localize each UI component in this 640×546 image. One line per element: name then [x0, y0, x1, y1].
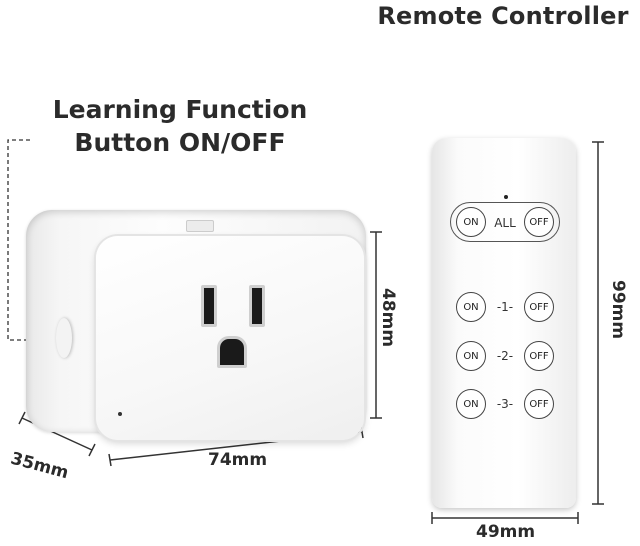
channel-3-on-button[interactable]: ON: [456, 389, 486, 419]
outlet-slot-left: [201, 285, 217, 327]
remote-controller-title: Remote Controller: [377, 2, 629, 30]
channel-2-label: -2-: [496, 349, 514, 363]
remote-width-label: 49mm: [476, 522, 536, 542]
remote-controller: [432, 138, 576, 508]
all-button-group: [450, 202, 560, 242]
channel-1-on-button[interactable]: ON: [456, 292, 486, 322]
channel-1-off-button[interactable]: OFF: [524, 292, 554, 322]
outlet-slot-right: [249, 285, 265, 327]
channel-2-off-button[interactable]: OFF: [524, 341, 554, 371]
all-off-button[interactable]: OFF: [524, 207, 554, 237]
all-label: ALL: [494, 216, 516, 230]
remote-led-indicator: [504, 195, 508, 199]
channel-1-label: -1-: [496, 300, 514, 314]
channel-2-on-button[interactable]: ON: [456, 341, 486, 371]
channel-3-label: -3-: [496, 397, 514, 411]
plug-height-label: 48mm: [378, 288, 398, 348]
all-on-button[interactable]: ON: [456, 207, 486, 237]
plug-top-indicator: [186, 220, 214, 232]
plug-led-indicator: [118, 412, 122, 416]
plug-width-label: 74mm: [208, 450, 268, 470]
remote-height-label: 99mm: [608, 280, 628, 340]
learning-function-label: Learning Function Button ON/OFF: [30, 93, 330, 159]
learning-label-line1: Learning Function: [52, 95, 308, 124]
learning-label-line2: Button ON/OFF: [74, 128, 286, 157]
channel-3-off-button[interactable]: OFF: [524, 389, 554, 419]
outlet-ground-hole: [217, 336, 247, 368]
learning-function-button[interactable]: [56, 318, 72, 358]
